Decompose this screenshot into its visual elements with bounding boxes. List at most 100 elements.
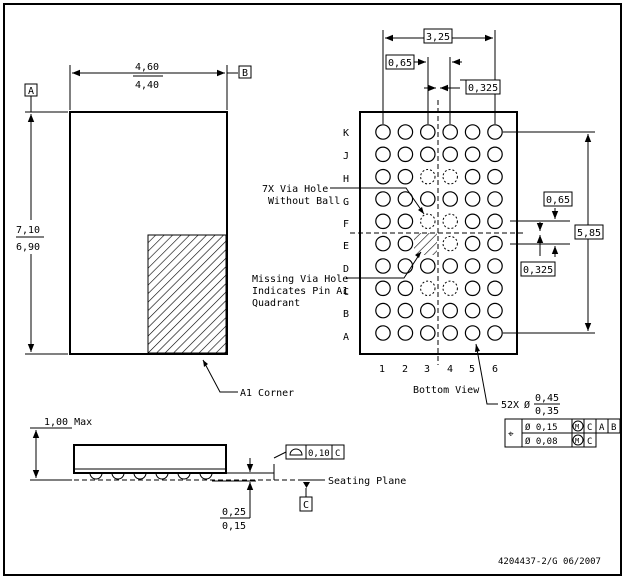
flatness-value: 0,10 — [308, 449, 330, 459]
solder-ball — [464, 325, 481, 341]
solder-ball — [397, 280, 414, 297]
solder-ball — [419, 191, 436, 207]
side-view: 1,00 Max C Seating Plane 0,10 C — [30, 417, 406, 532]
row-label: A — [343, 332, 349, 343]
solder-ball — [442, 191, 458, 207]
missing-label-line3: Quadrant — [252, 298, 300, 309]
col-label: 1 — [379, 364, 385, 375]
bottom-view-title: Bottom View — [413, 385, 480, 396]
tol-row2-datum1: C — [587, 437, 592, 447]
via-hole — [442, 235, 458, 252]
solder-ball — [375, 280, 391, 297]
tol-row1-datum2: A — [599, 423, 605, 433]
dim-right-pitch: 0,65 — [546, 195, 570, 206]
col-label: 2 — [402, 364, 408, 375]
a1-quadrant-hatch — [147, 234, 227, 354]
col-label: 3 — [424, 364, 430, 375]
via-hole — [442, 213, 458, 230]
solder-ball — [464, 124, 481, 140]
top-view: 4,60 4,40 B A 7,10 6,90 A1 Corner — [14, 62, 294, 399]
solder-ball — [487, 146, 503, 163]
via-hole — [442, 280, 458, 296]
solder-ball — [442, 258, 458, 274]
row-label: F — [343, 219, 349, 230]
ball-count: 52X — [501, 400, 519, 411]
solder-ball — [375, 235, 391, 252]
tol-row1-mod: M — [575, 423, 579, 431]
solder-ball — [487, 280, 503, 297]
solder-ball — [442, 325, 458, 341]
ball-dia-max: 0,45 — [535, 393, 559, 404]
row-label: E — [343, 241, 349, 252]
solder-ball — [375, 191, 391, 207]
row-label: B — [343, 309, 349, 320]
solder-ball — [487, 213, 503, 230]
position-tolerance-frame: ⌖ Ø 0,15 M C A B Ø 0,08 M C — [504, 418, 621, 448]
row-label: J — [343, 151, 349, 162]
solder-ball — [442, 146, 458, 163]
solder-ball — [375, 325, 391, 341]
a1-corner-label: A1 Corner — [240, 388, 294, 399]
solder-ball — [375, 168, 391, 185]
dim-pitch: 0,65 — [388, 58, 412, 69]
missing-label-line1: Missing Via Hole — [252, 274, 348, 285]
row-label: G — [343, 197, 349, 208]
solder-ball — [487, 168, 503, 185]
dim-total-width: 3,25 — [426, 32, 450, 43]
ball-grid — [375, 124, 503, 341]
via-label-line2: Without Ball — [268, 196, 340, 207]
tol-row2-value: Ø 0,08 — [525, 436, 558, 447]
flatness-datum: C — [335, 449, 340, 459]
solder-ball — [464, 191, 481, 207]
solder-ball — [375, 258, 391, 274]
missing-label-line2: Indicates Pin A1 — [252, 286, 348, 297]
datum-b-label: B — [242, 68, 248, 79]
column-labels: 1 2 3 4 5 6 — [379, 364, 498, 375]
solder-ball — [464, 280, 481, 297]
solder-ball — [375, 146, 391, 163]
solder-ball — [375, 124, 391, 140]
top-width-max: 4,60 — [135, 62, 159, 73]
solder-ball — [397, 191, 414, 207]
solder-ball — [487, 191, 503, 207]
col-label: 6 — [492, 364, 498, 375]
solder-ball — [419, 302, 436, 319]
datum-c-label: C — [303, 500, 309, 511]
ball-dia-min: 0,35 — [535, 406, 559, 417]
solder-ball — [464, 235, 481, 252]
solder-ball — [442, 302, 458, 319]
row-labels: K J H G F E D C B A — [343, 128, 349, 343]
row-label: C — [343, 287, 349, 298]
solder-ball — [442, 124, 458, 140]
ball-dia-symbol: Ø — [524, 399, 530, 411]
bottom-view: K J H G F E D C B A 1 2 3 4 5 6 Bottom V… — [252, 28, 604, 417]
solder-ball — [487, 124, 503, 140]
via-hole — [420, 213, 436, 230]
solder-ball — [397, 124, 414, 140]
top-width-min: 4,40 — [135, 80, 159, 91]
solder-ball — [419, 146, 436, 163]
solder-ball — [419, 258, 436, 274]
solder-ball — [487, 235, 503, 252]
solder-ball — [397, 235, 414, 252]
row-label: K — [343, 128, 349, 139]
standoff-min: 0,15 — [222, 521, 246, 532]
row-label: D — [343, 264, 349, 275]
solder-ball — [464, 146, 481, 163]
col-label: 4 — [447, 364, 453, 375]
dim-half-pitch: 0,325 — [468, 83, 498, 94]
via-hole — [420, 280, 436, 296]
doc-id: 4204437-2/G 06/2007 — [498, 557, 601, 567]
solder-ball — [487, 325, 503, 341]
via-label-line1: 7X Via Hole — [262, 184, 328, 195]
row-label: H — [343, 174, 349, 185]
solder-ball — [375, 213, 391, 230]
solder-ball — [464, 302, 481, 319]
top-height-max: 7,10 — [16, 225, 40, 236]
solder-ball — [397, 258, 414, 274]
solder-ball — [487, 258, 503, 274]
top-height-min: 6,90 — [16, 242, 40, 253]
solder-ball — [397, 325, 414, 341]
solder-ball — [464, 168, 481, 185]
